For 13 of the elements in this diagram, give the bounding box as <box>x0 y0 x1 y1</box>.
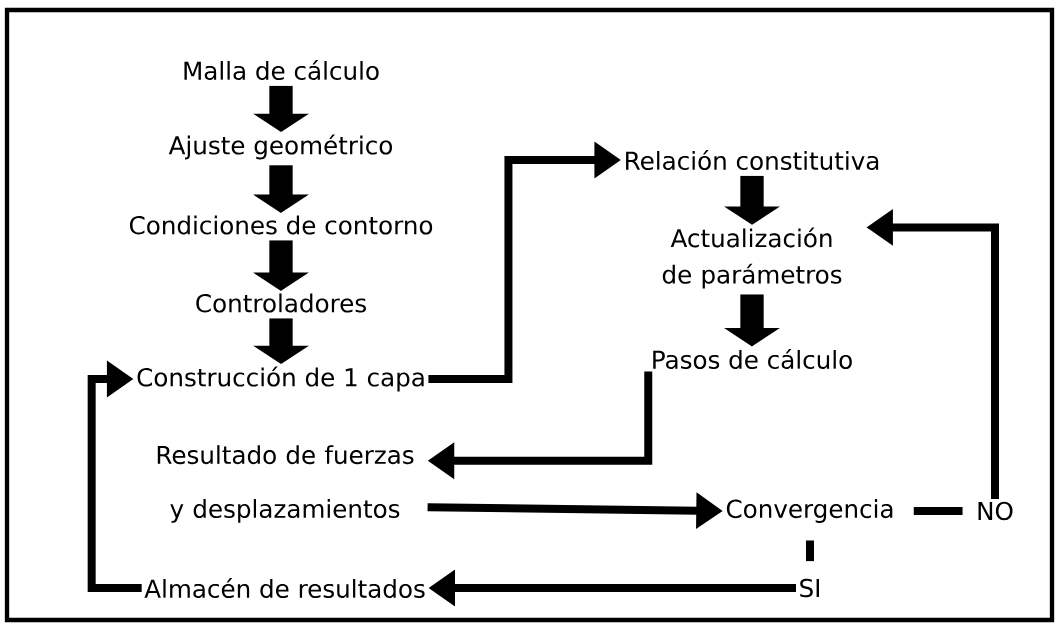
step-label: Ajuste geométrico <box>168 134 392 160</box>
step-label: Actualización de parámetros <box>662 227 842 289</box>
step-label: Convergencia <box>726 499 893 523</box>
step-label: Controladores <box>196 293 366 313</box>
step-label: Pasos de cálculo <box>653 349 852 369</box>
step-label: Condiciones de contorno <box>129 215 433 235</box>
step-label: Almacén de resultados <box>144 578 425 598</box>
step-label: SI <box>800 578 819 598</box>
step-label: Construcción de 1 capa <box>137 366 424 392</box>
step-label: Malla de cálculo <box>184 60 379 80</box>
step-label: NO <box>978 501 1013 521</box>
step-label: Relación constitutiva <box>626 150 879 170</box>
step-label: Resultado de fuerzas y desplazamientos <box>157 445 414 523</box>
